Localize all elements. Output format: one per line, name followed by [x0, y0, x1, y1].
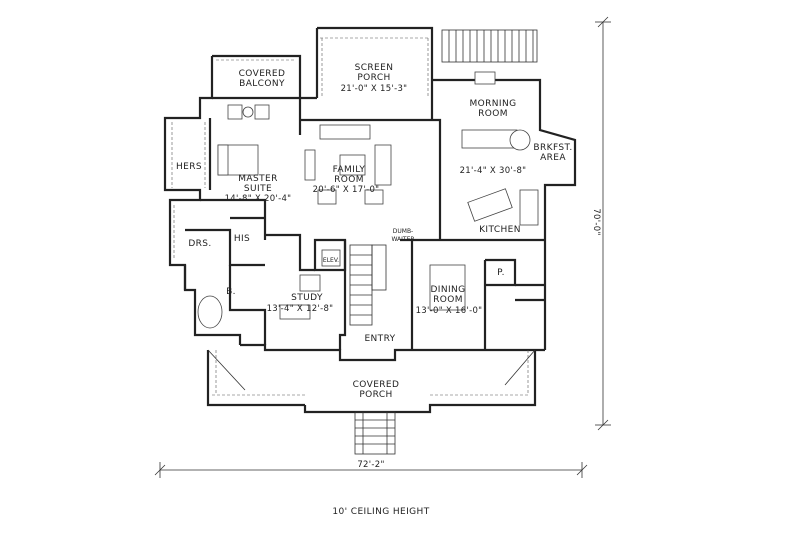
label-covered-porch-2: PORCH — [359, 390, 392, 400]
label-master-suite-1: MASTER — [238, 174, 277, 184]
label-covered-porch-1: COVERED — [353, 380, 400, 390]
label-dining-room-2: ROOM — [433, 295, 463, 305]
label-kitchen-dims: 21'-4" X 30'-8" — [460, 166, 527, 176]
label-b: B. — [226, 287, 236, 297]
label-hers: HERS — [176, 162, 202, 172]
label-morning-room-2: ROOM — [478, 109, 508, 119]
label-dumb-waiter-1: DUMB- — [393, 228, 413, 235]
label-elev: ELEV. — [323, 257, 339, 264]
label-p: P. — [497, 268, 505, 278]
label-brkfst-area-2: AREA — [540, 153, 566, 163]
label-family-room-dims: 20'-6" X 17'-0" — [313, 185, 380, 195]
ceiling-height-caption: 10' CEILING HEIGHT — [332, 507, 429, 517]
label-morning-room-1: MORNING — [470, 99, 517, 109]
furniture — [171, 71, 539, 329]
label-dining-room-dims: 13'-0" X 16'-0" — [416, 306, 483, 316]
label-study: STUDY — [291, 293, 323, 303]
label-covered-balcony-1: COVERED — [239, 69, 286, 79]
label-kitchen: KITCHEN — [479, 225, 521, 235]
front-stair — [354, 411, 396, 455]
overall-depth-label: 70'-0" — [591, 208, 601, 235]
label-entry: ENTRY — [364, 334, 395, 344]
label-study-dims: 13'-4" X 12'-8" — [267, 304, 334, 314]
rear-stair — [441, 29, 538, 63]
label-covered-balcony-2: BALCONY — [239, 79, 285, 89]
label-screen-porch-dims: 21'-0" X 15'-3" — [341, 84, 408, 94]
label-family-room-2: ROOM — [334, 175, 364, 185]
label-brkfst-area-1: BRKFST. — [533, 143, 572, 153]
label-dining-room-1: DINING — [430, 285, 465, 295]
porch-railings — [207, 37, 536, 396]
exterior-walls — [163, 26, 577, 414]
interior-walls — [183, 96, 545, 350]
dimension-lines — [154, 16, 611, 478]
label-master-suite-2: SUITE — [244, 184, 272, 194]
room-labels: COVERED BALCONY SCREEN PORCH 21'-0" X 15… — [176, 63, 572, 400]
label-dumb-waiter-2: WAITER — [391, 236, 414, 243]
label-drs: DRS. — [188, 239, 211, 249]
label-screen-porch-2: PORCH — [357, 73, 390, 83]
label-family-room-1: FAMILY — [333, 165, 366, 175]
label-screen-porch-1: SCREEN — [355, 63, 394, 73]
label-master-suite-dims: 14'-8" X 20'-4" — [225, 194, 292, 204]
label-his: HIS — [234, 234, 250, 244]
main-stair — [349, 244, 387, 326]
overall-width-label: 72'-2" — [357, 460, 384, 470]
